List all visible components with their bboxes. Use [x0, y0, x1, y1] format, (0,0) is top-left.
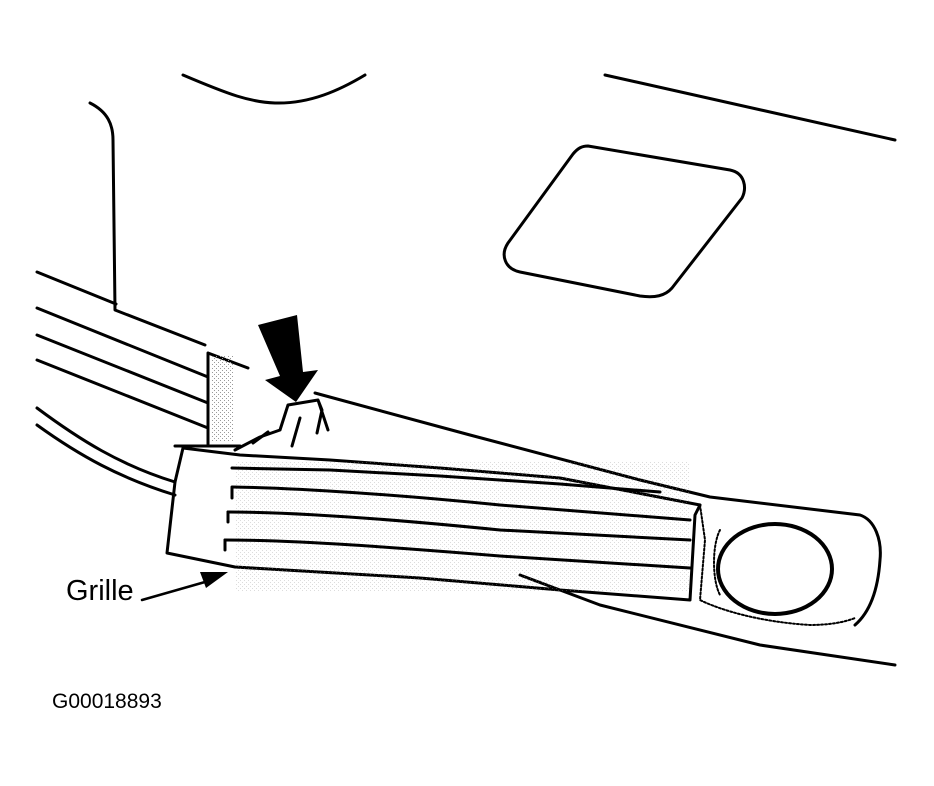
- emblem-recess-outline: [502, 144, 746, 299]
- pointer-arrow-icon: [258, 315, 318, 402]
- grille-leader-line: [140, 578, 214, 602]
- fog-lamp: [716, 522, 834, 616]
- leader-arrowhead-icon: [200, 572, 228, 588]
- left-grille-slats: [35, 270, 210, 497]
- grille-slats: [223, 466, 692, 570]
- fog-lamp-bezel: [699, 504, 856, 626]
- bumper-upper-line: [313, 391, 882, 627]
- grille-label: Grille: [66, 575, 134, 607]
- body-panel-line: [88, 101, 207, 347]
- retaining-clip: [233, 398, 330, 452]
- figure-id: G00018893: [52, 690, 162, 713]
- hood-edge-line: [181, 73, 367, 105]
- fender-edge-line: [603, 73, 897, 142]
- fog-lamp-inner-edge: [713, 529, 721, 596]
